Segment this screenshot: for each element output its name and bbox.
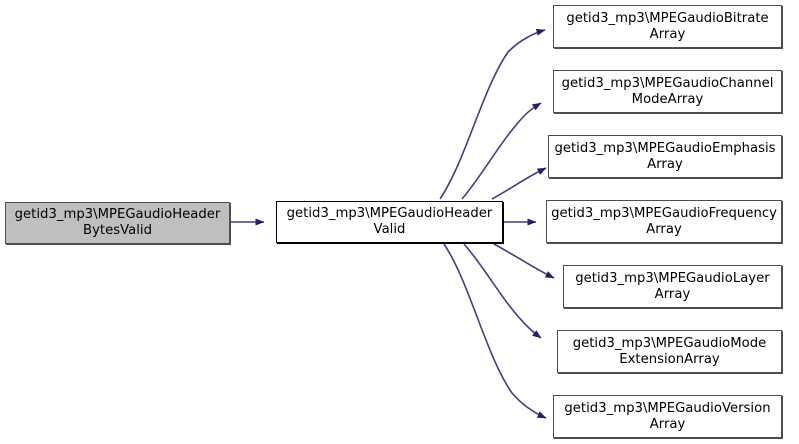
node-label: getid3_mp3\MPEGaudioHeader Valid [286, 206, 493, 237]
edge-mid-to-emphasis [491, 167, 547, 200]
node-label: getid3_mp3\MPEGaudioMode ExtensionArray [572, 335, 767, 367]
node-getid3-mp3-mpegaudiochannelmodearray[interactable]: getid3_mp3\MPEGaudioChannel ModeArray [553, 70, 782, 113]
node-label: getid3_mp3\MPEGaudioVersion Array [564, 400, 771, 432]
node-label: getid3_mp3\MPEGaudioEmphasis Array [554, 140, 776, 172]
node-getid3-mp3-mpegaudiofrequencyarray[interactable]: getid3_mp3\MPEGaudioFrequency Array [546, 200, 782, 243]
node-getid3-mp3-mpegaudiomodeextensionarray[interactable]: getid3_mp3\MPEGaudioMode ExtensionArray [557, 330, 782, 373]
node-label: getid3_mp3\MPEGaudioLayer Array [575, 270, 770, 302]
node-label: getid3_mp3\MPEGaudioHeader BytesValid [14, 207, 221, 238]
edge-mid-to-layer [493, 243, 555, 279]
node-getid3-mp3-mpegaudiolayerarray[interactable]: getid3_mp3\MPEGaudioLayer Array [563, 265, 782, 308]
node-getid3-mp3-mpegaudioheadervalid[interactable]: getid3_mp3\MPEGaudioHeader Valid [276, 201, 503, 243]
node-getid3-mp3-mpegaudiobitratearray[interactable]: getid3_mp3\MPEGaudioBitrate Array [553, 5, 782, 48]
node-label: getid3_mp3\MPEGaudioBitrate Array [566, 10, 769, 42]
node-getid3-mp3-mpegaudioversionarray[interactable]: getid3_mp3\MPEGaudioVersion Array [553, 395, 782, 438]
edge-mid-to-modeextension [463, 243, 542, 339]
edge-mid-to-version [443, 243, 547, 419]
node-label: getid3_mp3\MPEGaudioChannel ModeArray [561, 75, 774, 107]
node-getid3-mp3-mpegaudioheaderbytesvalid[interactable]: getid3_mp3\MPEGaudioHeader BytesValid [5, 202, 230, 244]
edge-mid-to-bitrate [439, 28, 546, 200]
edge-mid-to-channelmode [461, 102, 542, 200]
node-label: getid3_mp3\MPEGaudioFrequency Array [551, 205, 777, 237]
node-getid3-mp3-mpegaudioemphasisarray[interactable]: getid3_mp3\MPEGaudioEmphasis Array [548, 135, 782, 178]
